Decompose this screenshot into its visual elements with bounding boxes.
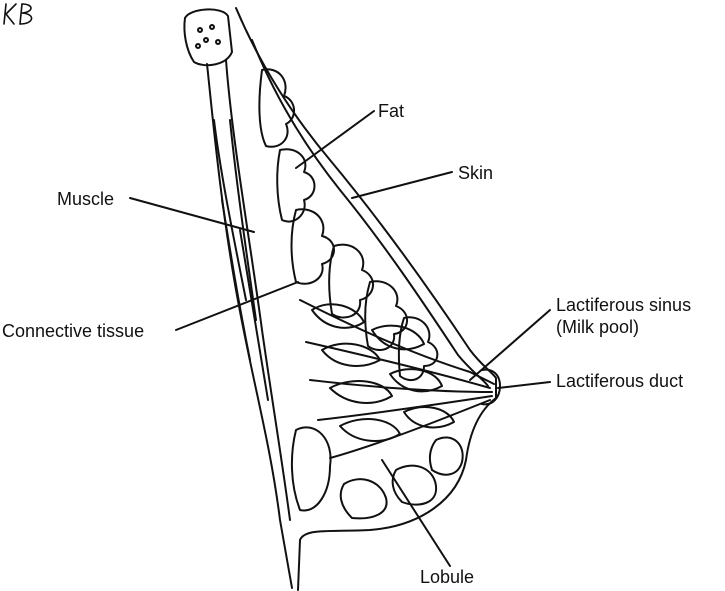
bone-dot bbox=[209, 24, 215, 30]
bone-dot bbox=[203, 37, 209, 43]
bone-dot bbox=[195, 43, 201, 49]
label-connective-tissue: Connective tissue bbox=[2, 321, 145, 341]
muscle-fiber bbox=[221, 199, 251, 361]
duct-branch bbox=[305, 341, 491, 389]
leader-line-muscle bbox=[129, 197, 255, 233]
gland-lobe bbox=[311, 303, 365, 329]
duct-branch bbox=[329, 399, 491, 459]
skin-outline bbox=[235, 7, 497, 591]
fat-lobe bbox=[428, 436, 464, 476]
leader-line-skin bbox=[351, 171, 453, 199]
gland-lobe bbox=[403, 406, 455, 429]
duct-branch bbox=[317, 395, 493, 421]
fat-lobe bbox=[364, 280, 408, 351]
muscle-fiber bbox=[229, 119, 257, 321]
rib-bone bbox=[183, 8, 233, 67]
gland-lobe bbox=[389, 368, 443, 393]
artist-signature bbox=[3, 3, 33, 25]
muscle-fiber bbox=[239, 229, 269, 401]
gland-lobe bbox=[329, 380, 393, 404]
leader-line-sinus bbox=[469, 309, 551, 381]
nipple bbox=[481, 368, 501, 406]
gland-lobe bbox=[339, 418, 401, 442]
leader-line-fat bbox=[295, 110, 375, 169]
leader-line-duct bbox=[497, 381, 551, 389]
bone-dot bbox=[215, 39, 221, 45]
muscle-fiber bbox=[213, 119, 247, 301]
leader-line-connective bbox=[175, 281, 299, 331]
leader-line-lobule bbox=[381, 459, 451, 567]
label-lobule: Lobule bbox=[420, 567, 475, 587]
label-lactiferous-sinus: Lactiferous sinus bbox=[556, 295, 692, 315]
bone-dot bbox=[197, 27, 203, 33]
fat-lobe bbox=[258, 68, 295, 148]
label-milk-pool: (Milk pool) bbox=[556, 317, 640, 337]
label-skin: Skin bbox=[458, 163, 494, 183]
gland-lobe bbox=[371, 324, 425, 351]
fat-lobe bbox=[290, 426, 332, 512]
fat-lobe bbox=[290, 208, 335, 285]
label-muscle: Muscle bbox=[57, 189, 115, 209]
muscle-inner-line bbox=[225, 59, 291, 521]
muscle-outline bbox=[206, 63, 293, 589]
label-lactiferous-duct: Lactiferous duct bbox=[556, 371, 684, 391]
subcutaneous-line bbox=[251, 39, 489, 387]
fat-lobe bbox=[328, 243, 374, 319]
fat-lobe bbox=[339, 478, 388, 520]
duct-branch bbox=[309, 379, 493, 393]
gland-lobe bbox=[321, 342, 381, 367]
label-fat: Fat bbox=[378, 101, 405, 121]
fat-lobe bbox=[397, 316, 439, 382]
fat-lobe bbox=[391, 464, 438, 506]
